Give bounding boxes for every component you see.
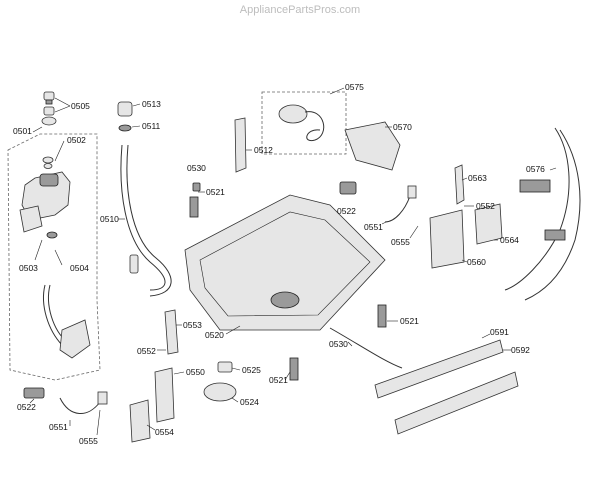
label-0522-left: 0522 — [17, 402, 36, 412]
label-0555-right: 0555 — [391, 237, 410, 247]
part-0550-lower-brackets — [129, 309, 179, 443]
part-0503-valve-body — [19, 156, 71, 239]
callout-0521-right: 0521 — [387, 316, 419, 326]
callout-0552-right: 0552 — [464, 201, 495, 211]
label-0521-top: 0521 — [206, 187, 225, 197]
label-0525: 0525 — [242, 365, 261, 375]
callout-0570: 0570 — [385, 122, 412, 132]
label-0575: 0575 — [345, 82, 364, 92]
callout-0513: 0513 — [132, 99, 161, 109]
callout-0576: 0576 — [526, 164, 557, 174]
label-0510: 0510 — [100, 214, 119, 224]
label-0550: 0550 — [186, 367, 205, 377]
callout-0530-bottom: 0530 — [329, 339, 353, 349]
label-0521-right: 0521 — [400, 316, 419, 326]
label-0520: 0520 — [205, 330, 224, 340]
callout-0524: 0524 — [231, 397, 259, 407]
part-0524-disc — [203, 361, 237, 402]
label-0513: 0513 — [142, 99, 161, 109]
label-0552-left: 0552 — [137, 346, 156, 356]
part-0530-screw — [192, 182, 403, 369]
label-0512: 0512 — [254, 145, 273, 155]
label-0530-top: 0530 — [187, 163, 206, 173]
callout-0522-right: 0522 — [337, 206, 356, 216]
callout-0522-left: 0522 — [17, 398, 36, 412]
label-0530-bottom: 0530 — [329, 339, 348, 349]
watermark-text: AppliancePartsPros.com — [240, 4, 360, 16]
callout-0551-right: 0551 — [364, 221, 387, 232]
part-0505-caps — [41, 91, 57, 126]
callout-0592: 0592 — [503, 345, 530, 355]
label-0505: 0505 — [71, 101, 90, 111]
label-0521-bottom: 0521 — [269, 375, 288, 385]
callout-0503: 0503 — [19, 239, 43, 273]
part-0576-wire-harness — [504, 127, 581, 301]
label-0570: 0570 — [393, 122, 412, 132]
label-0524: 0524 — [240, 397, 259, 407]
label-0553: 0553 — [183, 320, 202, 330]
label-0501: 0501 — [13, 126, 32, 136]
part-0510-drain-hose — [117, 101, 172, 297]
label-0560: 0560 — [467, 257, 486, 267]
callout-0560: 0560 — [461, 257, 486, 267]
callout-0510: 0510 — [100, 214, 125, 224]
label-0551-right: 0551 — [364, 222, 383, 232]
callout-0521-top: 0521 — [198, 187, 225, 197]
part-0522-springs — [23, 181, 357, 399]
label-0522-right: 0522 — [337, 206, 356, 216]
part-0560-brackets — [429, 164, 503, 269]
callout-0553: 0553 — [176, 320, 202, 330]
callout-0551-left: 0551 — [49, 420, 71, 432]
callout-0591: 0591 — [481, 327, 509, 339]
callout-0575: 0575 — [329, 82, 364, 95]
callout-0563: 0563 — [461, 173, 487, 183]
part-0521-screws — [189, 196, 387, 381]
label-0554: 0554 — [155, 427, 174, 437]
valve-assembly-outline — [7, 133, 101, 381]
part-0570-control-module — [344, 121, 401, 171]
part-0575-pump — [261, 91, 347, 155]
callout-0502: 0502 — [54, 135, 86, 162]
callout-0530-top: 0530 — [187, 163, 206, 173]
callout-0511: 0511 — [131, 121, 161, 131]
part-0512-bracket — [234, 117, 247, 173]
label-0502: 0502 — [67, 135, 86, 145]
part-0504-inlet-hose — [43, 284, 91, 359]
label-0564: 0564 — [500, 235, 519, 245]
callout-0550: 0550 — [173, 367, 205, 377]
callout-0512: 0512 — [246, 145, 273, 155]
label-0591: 0591 — [490, 327, 509, 337]
callout-0564: 0564 — [494, 235, 519, 245]
label-0576: 0576 — [526, 164, 545, 174]
label-0551-left: 0551 — [49, 422, 68, 432]
callout-0552-left: 0552 — [137, 346, 166, 356]
label-0592: 0592 — [511, 345, 530, 355]
label-0511: 0511 — [142, 121, 161, 131]
label-0503: 0503 — [19, 263, 38, 273]
label-0552-right: 0552 — [476, 201, 495, 211]
callout-0554: 0554 — [146, 424, 174, 437]
part-0520-base-tub — [184, 194, 386, 331]
callout-0555-right: 0555 — [391, 225, 419, 247]
part-0591-toe-kick — [374, 339, 519, 435]
callout-0504: 0504 — [54, 249, 89, 273]
callout-0505: 0505 — [54, 97, 90, 113]
callout-0501: 0501 — [13, 126, 43, 136]
callout-0520: 0520 — [205, 325, 241, 340]
callout-0555-left: 0555 — [79, 409, 101, 446]
label-0504: 0504 — [70, 263, 89, 273]
callout-0525: 0525 — [231, 365, 261, 375]
part-0551-sensors — [59, 185, 417, 414]
callout-0521-bottom: 0521 — [269, 371, 291, 385]
label-0563: 0563 — [468, 173, 487, 183]
label-0555-left: 0555 — [79, 436, 98, 446]
